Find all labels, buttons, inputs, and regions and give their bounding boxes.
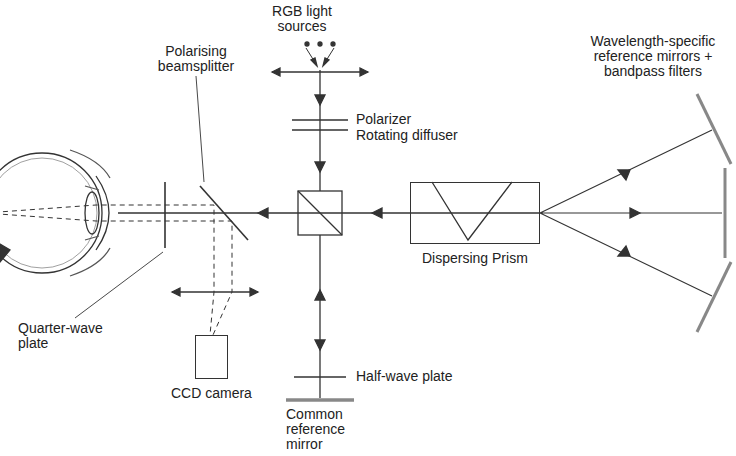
part-label: Polarising beamsplitter: [140, 44, 252, 74]
prism-triangle: [432, 182, 512, 240]
part-label: RGB light sources: [262, 4, 342, 34]
leader-line: [75, 252, 163, 318]
beamsplitter-cube: [298, 191, 342, 235]
beamsplitter-plate: [200, 186, 248, 240]
part-label: Common reference mirror: [286, 407, 378, 452]
half-wave-plate: [294, 376, 346, 377]
reference-mirror: [697, 262, 731, 332]
part-label: Half-wave plate: [356, 369, 486, 384]
quarter-wave-plate: [164, 182, 166, 248]
reference-mirror: [724, 168, 727, 258]
cornea: [96, 176, 109, 250]
eyeball: [0, 153, 102, 273]
common-reference-mirror: [286, 398, 354, 402]
prism-box: Dispersing Prism: [410, 182, 540, 244]
node-label: Dispersing Prism: [422, 251, 528, 266]
camera-box: CCD camera: [195, 335, 228, 379]
part-label: Polarizer: [356, 112, 476, 127]
leader-line: [196, 76, 204, 182]
part-label: Rotating diffuser: [356, 128, 496, 143]
node-label: CCD camera: [171, 386, 252, 401]
optic-nerve: [0, 244, 10, 262]
part-label: Wavelength-specific reference mirrors + …: [574, 34, 732, 79]
part-label: Quarter-wave plate: [18, 321, 118, 351]
lens: [85, 192, 99, 234]
reference-mirror: [697, 94, 731, 164]
